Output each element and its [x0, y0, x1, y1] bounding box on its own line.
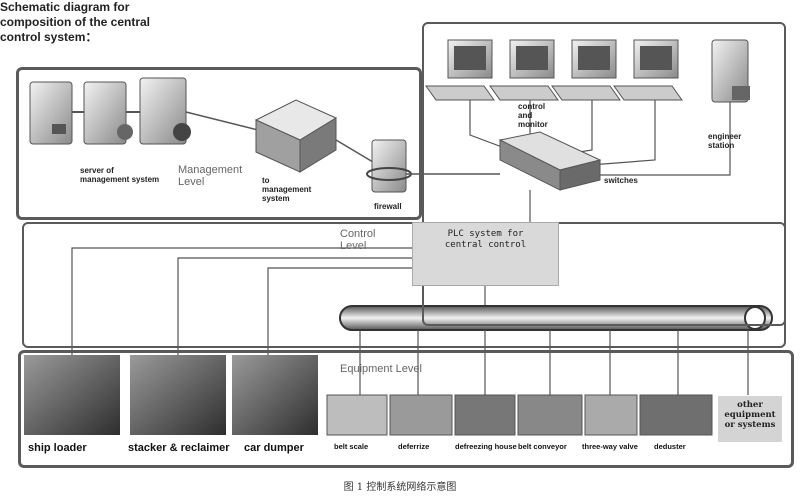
- car-dumper-label: car dumper: [244, 442, 304, 454]
- to-management-label: to management system: [262, 176, 312, 203]
- ship-loader-label: ship loader: [28, 442, 87, 454]
- control-monitor-label: control and monitor: [518, 102, 548, 129]
- router-icon: [254, 99, 338, 173]
- top-right-box: [422, 22, 786, 326]
- three-way-valve-label: three-way valve: [582, 442, 638, 451]
- control-level-box: [22, 222, 786, 348]
- deduster-image: [639, 394, 713, 436]
- three-way-valve-image: [584, 394, 638, 436]
- stacker-reclaimer-image: [130, 355, 226, 435]
- switch-icon: [498, 131, 602, 191]
- switches-label: switches: [604, 176, 638, 185]
- equipment-level-label: Equipment Level: [340, 363, 422, 375]
- belt-scale-image: [326, 394, 388, 436]
- server-icon: [29, 77, 191, 145]
- server-label: server of management system: [80, 166, 160, 184]
- management-level-box: [16, 67, 422, 220]
- figure-caption: 图 1 控制系统网络示意图: [343, 482, 457, 493]
- engineer-station-label: engineer station: [708, 132, 742, 150]
- plc-panel: PLC system for central control: [412, 222, 559, 286]
- plc-label: PLC system for central control: [444, 229, 527, 250]
- server-to-router-line: [185, 111, 259, 131]
- belt-scale-label: belt scale: [334, 442, 369, 451]
- deferrize-image: [389, 394, 453, 436]
- belt-conveyor-image: [517, 394, 583, 436]
- deduster-label: deduster: [654, 442, 686, 451]
- equipment-level-box: [18, 350, 794, 468]
- car-dumper-image: [232, 355, 318, 435]
- workstation-icon: [425, 39, 750, 103]
- other-equipment-box: other equipment or systems: [718, 396, 782, 442]
- deferrize-label: deferrize: [398, 442, 430, 451]
- diagram-title: Schematic diagram for composition of the…: [0, 0, 151, 44]
- defreezing-house-image: [454, 394, 516, 436]
- defreezing-house-label: defreezing house: [455, 442, 517, 451]
- control-level-label: Control Level: [340, 228, 376, 252]
- stacker-reclaimer-label: stacker & reclaimer: [128, 442, 230, 454]
- firewall-label: firewall: [374, 202, 402, 211]
- management-level-label: Management Level: [178, 164, 243, 188]
- ship-loader-image: [24, 355, 120, 435]
- belt-conveyor-label: belt conveyor: [518, 442, 567, 451]
